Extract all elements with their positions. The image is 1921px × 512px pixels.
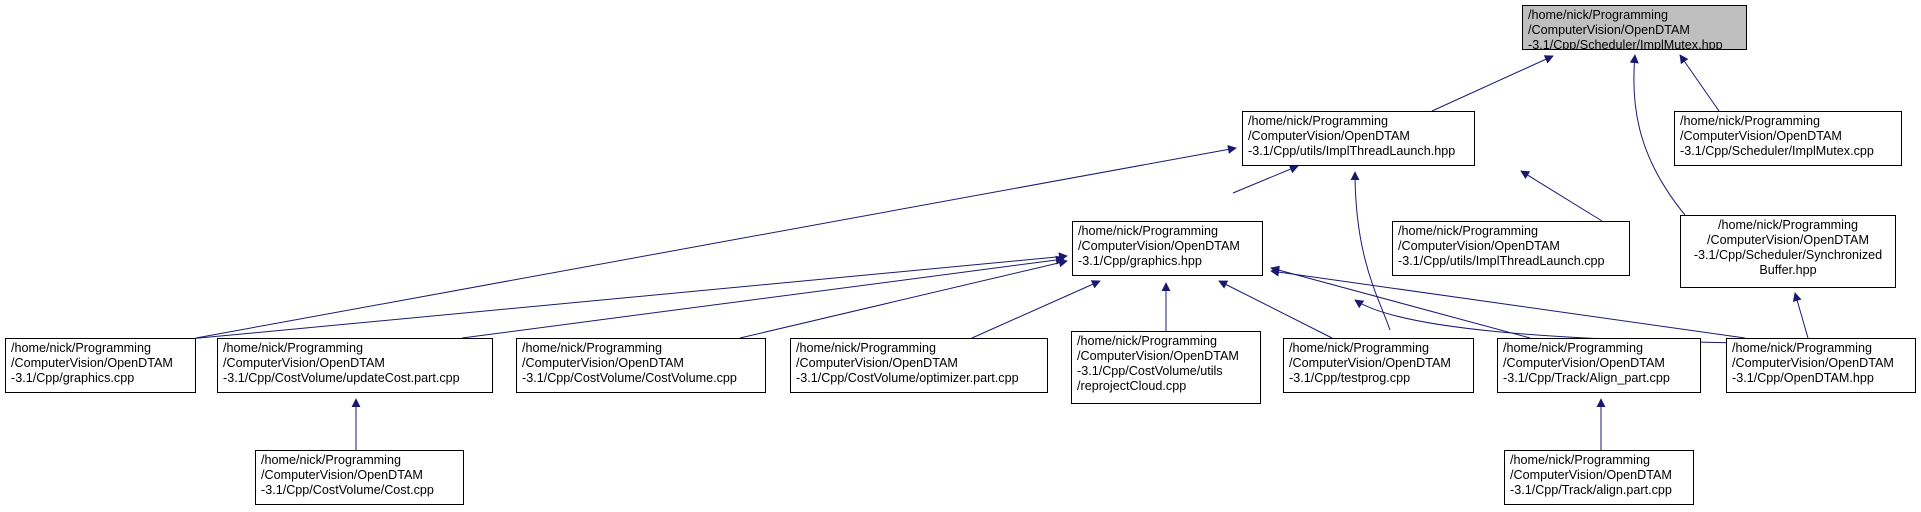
node-label-line: /ComputerVision/OpenDTAM [1680, 129, 1842, 143]
node-label-line: /home/nick/Programming [1398, 224, 1538, 238]
dependency-edge [1679, 54, 1720, 112]
node-label-line: -3.1/Cpp/CostVolume/Cost.cpp [261, 483, 434, 497]
dependency-edge [1792, 292, 1809, 339]
node-label-line: /home/nick/Programming [1680, 114, 1820, 128]
node-label-line: -3.1/Cpp/Track/align.part.cpp [1510, 483, 1672, 497]
node-label-line: -3.1/Cpp/Scheduler/ImplMutex.cpp [1680, 144, 1874, 158]
node-testprog-cpp[interactable]: /home/nick/Programming/ComputerVision/Op… [1283, 338, 1474, 393]
node-label-line: Buffer.hpp [1759, 263, 1817, 277]
dependency-edge [1270, 267, 1746, 339]
dependency-edge [1270, 265, 1531, 339]
node-label-line: /home/nick/Programming [796, 341, 936, 355]
node-label-line: -3.1/Cpp/graphics.cpp [11, 371, 135, 385]
node-label-line: /ComputerVision/OpenDTAM [1398, 239, 1560, 253]
node-label-line: /home/nick/Programming [261, 453, 401, 467]
node-label-line: -3.1/Cpp/Scheduler/ImplMutex.hpp [1528, 38, 1723, 50]
node-graphics-cpp[interactable]: /home/nick/Programming/ComputerVision/Op… [5, 338, 196, 393]
node-label-line: /ComputerVision/OpenDTAM [261, 468, 423, 482]
node-label-line: /home/nick/Programming [1718, 218, 1858, 232]
node-label-line: /ComputerVision/OpenDTAM [1510, 468, 1672, 482]
node-label-line: /ComputerVision/OpenDTAM [1707, 233, 1869, 247]
dependency-edge [1520, 170, 1603, 222]
dependency-edge [1350, 171, 1391, 331]
node-label-line: /reprojectCloud.cpp [1077, 379, 1187, 393]
node-label-line: /home/nick/Programming [1289, 341, 1429, 355]
node-label-line: /home/nick/Programming [1078, 224, 1218, 238]
dependency-edge [1629, 54, 1686, 216]
dependency-edge [1218, 280, 1333, 339]
node-impl-mutex-hpp[interactable]: /home/nick/Programming/ComputerVision/Op… [1522, 5, 1747, 50]
node-label-line: /home/nick/Programming [1510, 453, 1650, 467]
node-reproject-cloud-cpp[interactable]: /home/nick/Programming/ComputerVision/Op… [1071, 331, 1261, 404]
node-label-line: /home/nick/Programming [1077, 334, 1217, 348]
node-impl-mutex-cpp[interactable]: /home/nick/Programming/ComputerVision/Op… [1674, 111, 1902, 166]
node-align-part-cpp-lower[interactable]: /home/nick/Programming/ComputerVision/Op… [1504, 450, 1694, 505]
node-label-line: /ComputerVision/OpenDTAM [223, 356, 385, 370]
node-label-line: -3.1/Cpp/CostVolume/CostVolume.cpp [522, 371, 737, 385]
node-align-part-cpp-upper[interactable]: /home/nick/Programming/ComputerVision/Op… [1497, 338, 1701, 393]
dependency-edge [177, 252, 1068, 341]
node-label-line: -3.1/Cpp/Scheduler/Synchronized [1693, 248, 1883, 262]
node-cost-volume-cpp[interactable]: /home/nick/Programming/ComputerVision/Op… [516, 338, 766, 393]
node-label-line: /ComputerVision/OpenDTAM [522, 356, 684, 370]
node-label-line: /ComputerVision/OpenDTAM [1503, 356, 1665, 370]
dependency-edge [971, 280, 1101, 339]
dependency-edge [739, 258, 1068, 339]
node-optimizer-part-cpp[interactable]: /home/nick/Programming/ComputerVision/Op… [790, 338, 1048, 393]
dependency-edge [1232, 164, 1299, 194]
node-label-line: -3.1/Cpp/testprog.cpp [1289, 371, 1411, 385]
node-label-line: /ComputerVision/OpenDTAM [1248, 129, 1410, 143]
node-label-line: /ComputerVision/OpenDTAM [1078, 239, 1240, 253]
node-label-line: -3.1/Cpp/CostVolume/optimizer.part.cpp [796, 371, 1019, 385]
node-label-line: /home/nick/Programming [1503, 341, 1643, 355]
node-label-line: /ComputerVision/OpenDTAM [1732, 356, 1894, 370]
node-label-line: /ComputerVision/OpenDTAM [1077, 349, 1239, 363]
node-label-line: /ComputerVision/OpenDTAM [1289, 356, 1451, 370]
node-label-line: -3.1/Cpp/OpenDTAM.hpp [1732, 371, 1874, 385]
node-label-line: -3.1/Cpp/CostVolume/utils [1077, 364, 1223, 378]
node-label-line: /home/nick/Programming [1528, 8, 1668, 22]
node-label-line: /ComputerVision/OpenDTAM [796, 356, 958, 370]
node-cost-cpp[interactable]: /home/nick/Programming/ComputerVision/Op… [255, 450, 464, 505]
node-synchronized-buffer-hpp[interactable]: /home/nick/Programming/ComputerVision/Op… [1680, 215, 1896, 288]
node-graphics-hpp[interactable]: /home/nick/Programming/ComputerVision/Op… [1072, 221, 1263, 276]
node-label-line: -3.1/Cpp/Track/Align_part.cpp [1503, 371, 1670, 385]
node-label-line: /home/nick/Programming [223, 341, 363, 355]
node-label-line: /home/nick/Programming [11, 341, 151, 355]
node-label-line: /home/nick/Programming [1732, 341, 1872, 355]
node-label-line: /ComputerVision/OpenDTAM [1528, 23, 1690, 37]
node-impl-thread-launch-hpp[interactable]: /home/nick/Programming/ComputerVision/Op… [1242, 111, 1475, 166]
node-open-dtam-hpp[interactable]: /home/nick/Programming/ComputerVision/Op… [1726, 338, 1916, 393]
node-label-line: -3.1/Cpp/utils/ImplThreadLaunch.hpp [1248, 144, 1456, 158]
node-label-line: -3.1/Cpp/utils/ImplThreadLaunch.cpp [1398, 254, 1605, 268]
node-label-line: -3.1/Cpp/graphics.hpp [1078, 254, 1202, 268]
dependency-edge [1431, 55, 1554, 112]
node-impl-thread-launch-cpp[interactable]: /home/nick/Programming/ComputerVision/Op… [1392, 221, 1630, 276]
node-label-line: /ComputerVision/OpenDTAM [11, 356, 173, 370]
node-update-cost-part-cpp[interactable]: /home/nick/Programming/ComputerVision/Op… [217, 338, 493, 393]
dependency-edge [461, 255, 1065, 339]
dependency-edge [195, 145, 1237, 339]
node-label-line: /home/nick/Programming [522, 341, 662, 355]
node-label-line: -3.1/Cpp/CostVolume/updateCost.part.cpp [223, 371, 460, 385]
node-label-line: /home/nick/Programming [1248, 114, 1388, 128]
